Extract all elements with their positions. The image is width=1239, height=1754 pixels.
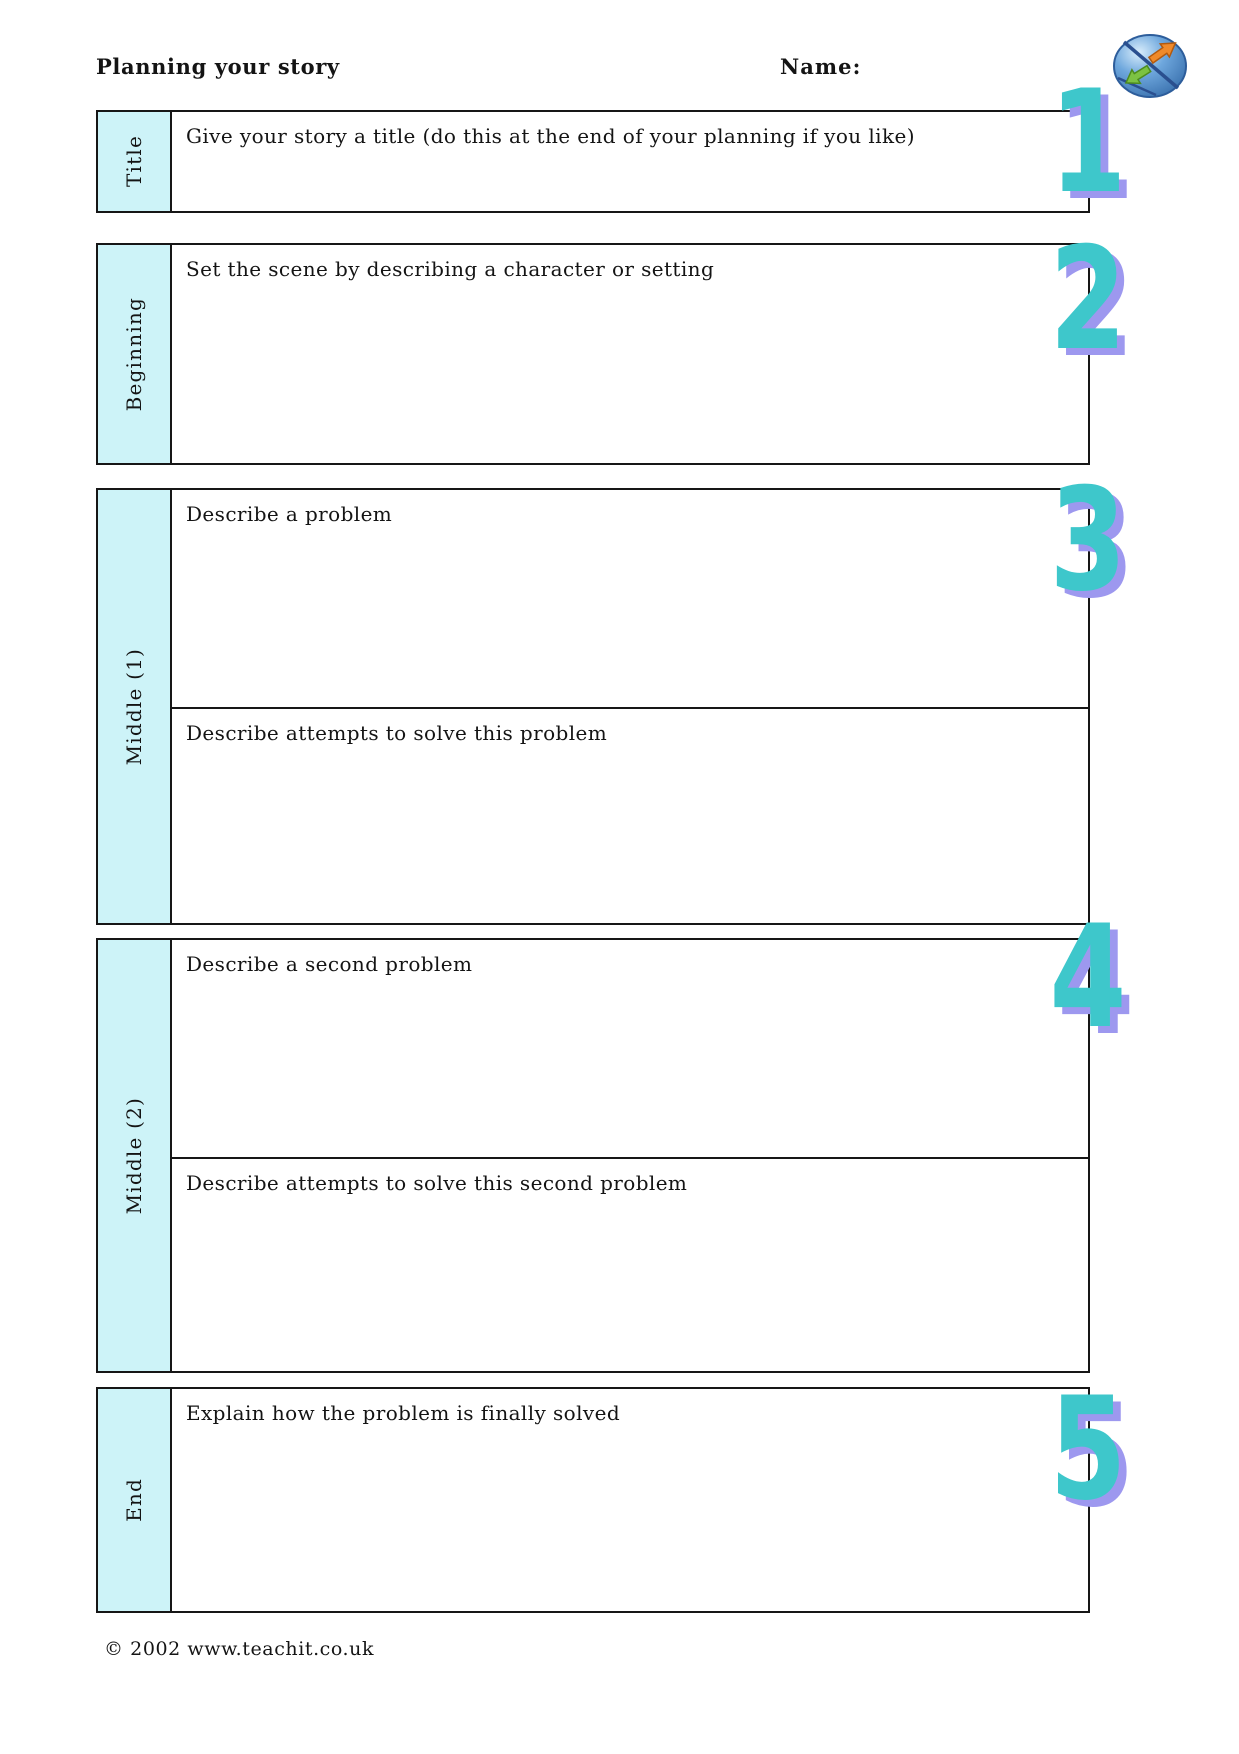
green-arrow <box>1124 64 1152 85</box>
section-end-label-cell: End <box>98 1389 172 1611</box>
prompt-text: Set the scene by describing a character … <box>186 257 715 281</box>
end-writing-area: Explain how the problem is finally solve… <box>172 1389 1088 1611</box>
section-label: Title <box>122 135 146 188</box>
prompt-text: Describe a problem <box>186 502 393 526</box>
section-end-content: Explain how the problem is finally solve… <box>172 1389 1088 1611</box>
middle-2-attempts-writing-area: Describe attempts to solve this second p… <box>172 1157 1088 1371</box>
section-title-box: Title Give your story a title (do this a… <box>96 110 1090 213</box>
beginning-writing-area: Set the scene by describing a character … <box>172 245 1088 463</box>
section-middle-2-box: Middle (2) Describe a second problem Des… <box>96 938 1090 1373</box>
orange-arrow <box>1147 42 1177 65</box>
middle-1-problem-writing-area: Describe a problem <box>172 490 1088 707</box>
section-middle-1-content: Describe a problem Describe attempts to … <box>172 490 1088 923</box>
section-label: End <box>122 1478 146 1522</box>
section-middle-2-content: Describe a second problem Describe attem… <box>172 940 1088 1371</box>
middle-1-attempts-writing-area: Describe attempts to solve this problem <box>172 707 1088 923</box>
section-label: Middle (2) <box>122 1096 146 1215</box>
prompt-text: Describe a second problem <box>186 952 473 976</box>
section-middle-2-label-cell: Middle (2) <box>98 940 172 1371</box>
section-beginning-box: Beginning Set the scene by describing a … <box>96 243 1090 465</box>
section-title-label-cell: Title <box>98 112 172 211</box>
prompt-text: Give your story a title (do this at the … <box>186 124 915 148</box>
copyright-text: © 2002 www.teachit.co.uk <box>104 1638 375 1660</box>
page-title: Planning your story <box>96 54 340 79</box>
section-title-content: Give your story a title (do this at the … <box>172 112 1088 211</box>
globe-with-arrows-logo-icon <box>1113 34 1187 98</box>
name-label: Name: <box>780 54 862 79</box>
title-writing-area: Give your story a title (do this at the … <box>172 112 1088 211</box>
prompt-text: Describe attempts to solve this problem <box>186 721 608 745</box>
middle-2-problem-writing-area: Describe a second problem <box>172 940 1088 1157</box>
section-label: Beginning <box>122 296 146 412</box>
section-beginning-content: Set the scene by describing a character … <box>172 245 1088 463</box>
section-middle-1-label-cell: Middle (1) <box>98 490 172 923</box>
section-middle-1-box: Middle (1) Describe a problem Describe a… <box>96 488 1090 925</box>
section-label: Middle (1) <box>122 647 146 766</box>
section-beginning-label-cell: Beginning <box>98 245 172 463</box>
prompt-text: Explain how the problem is finally solve… <box>186 1401 621 1425</box>
section-end-box: End Explain how the problem is finally s… <box>96 1387 1090 1613</box>
prompt-text: Describe attempts to solve this second p… <box>186 1171 688 1195</box>
